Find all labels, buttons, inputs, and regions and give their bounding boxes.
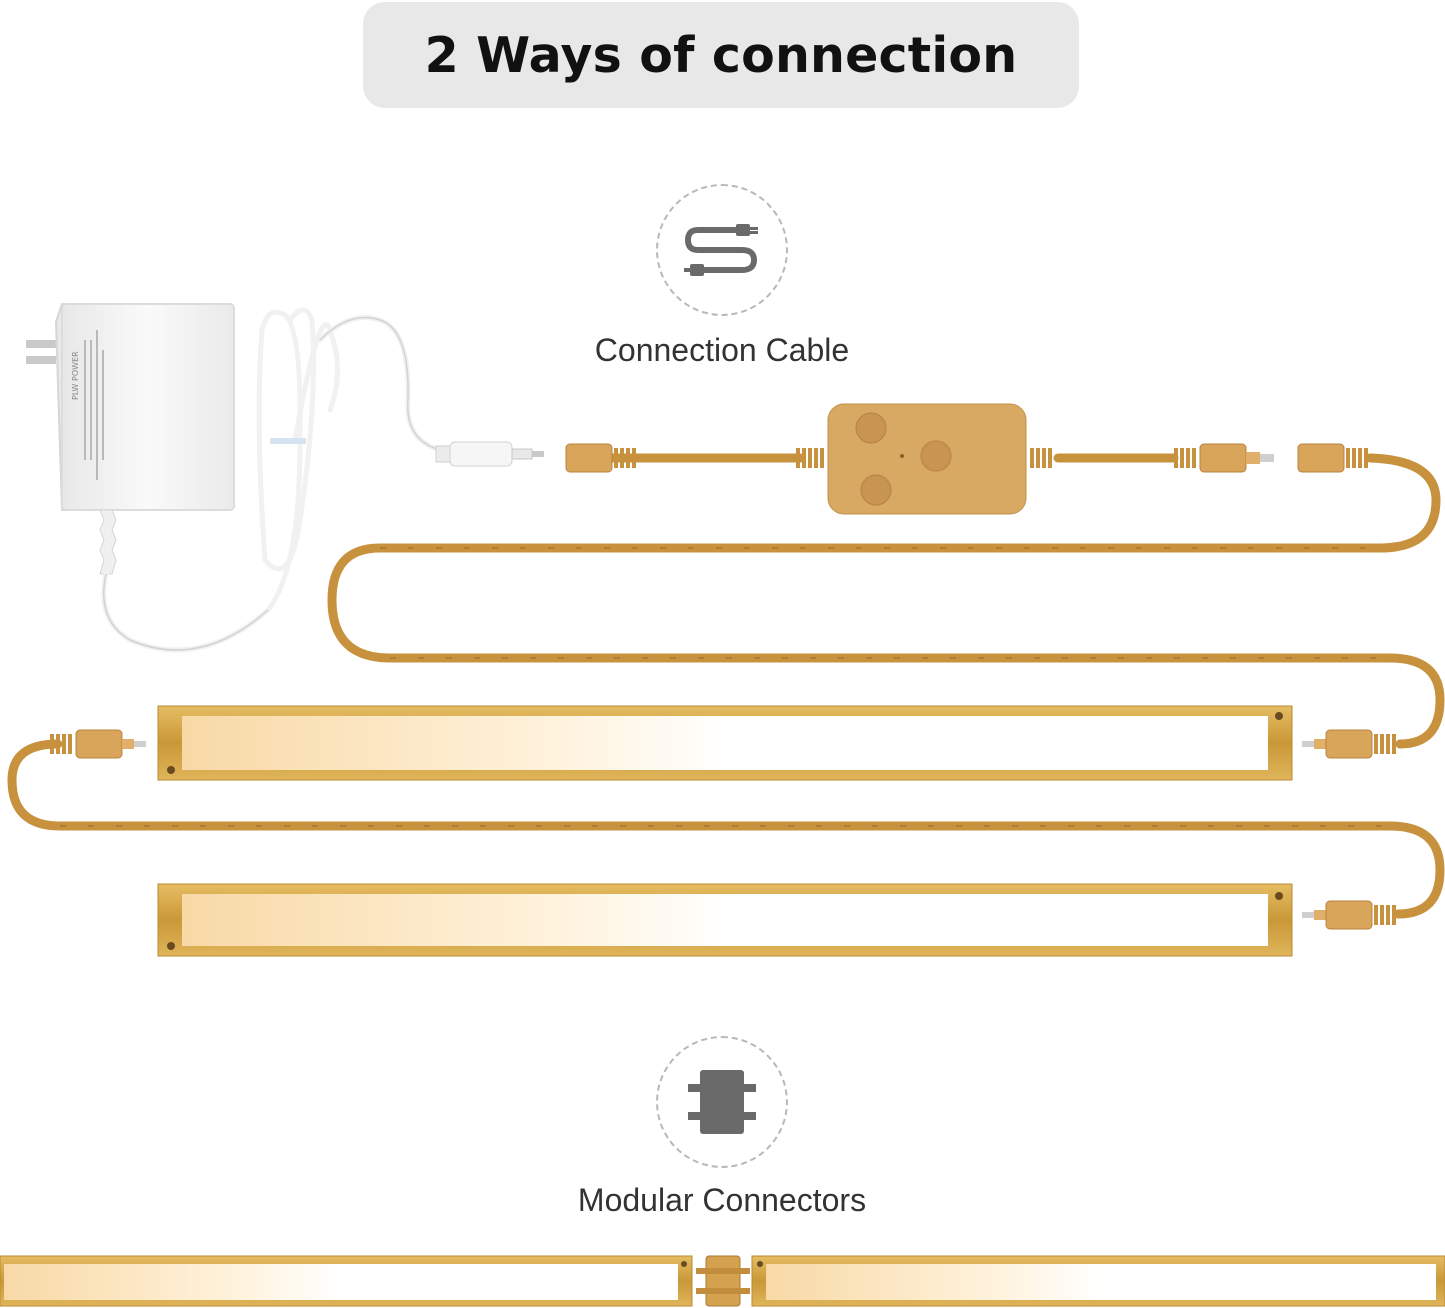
- gold-dc-socket-far-right: [1297, 443, 1368, 473]
- controller-button-1: [855, 412, 887, 444]
- led-bar-2: [157, 883, 1293, 957]
- led-bar-bottom-left: [0, 1255, 693, 1307]
- controller-button-3: [860, 474, 892, 506]
- gold-dc-socket-left: [565, 443, 636, 473]
- adapter-prong-bottom: [26, 356, 56, 364]
- page-title: 2 Ways of connection: [424, 26, 1018, 84]
- modular-connector: [696, 1255, 750, 1307]
- white-dc-plug: [435, 441, 544, 467]
- connection-cable-caption: Connection Cable: [594, 332, 850, 368]
- modular-connector-icon-circle: [656, 1036, 788, 1168]
- led-bar-bottom-right: [751, 1255, 1445, 1307]
- modular-connector-icon: [688, 1070, 756, 1134]
- bar-2-right-plug: [1302, 900, 1396, 930]
- power-adapter: PLW POWER: [26, 302, 235, 575]
- cable-icon: [684, 224, 758, 276]
- adapter-prong-top: [26, 340, 56, 348]
- title-banner: 2 Ways of connection: [363, 2, 1079, 108]
- modular-connectors-caption: Modular Connectors: [577, 1182, 867, 1218]
- connection-cable-icon-circle: [656, 184, 788, 316]
- gold-cables: [7, 453, 1445, 919]
- led-bar-1: [157, 705, 1293, 781]
- gold-dc-plug-right: [1174, 443, 1274, 473]
- controller-button-2: [920, 440, 952, 472]
- bar-1-left-plug: [50, 729, 146, 759]
- cable-tie: [270, 438, 306, 444]
- bar-1-right-plug: [1302, 729, 1396, 759]
- inline-controller[interactable]: [796, 403, 1052, 515]
- adapter-label: PLW POWER: [71, 351, 80, 400]
